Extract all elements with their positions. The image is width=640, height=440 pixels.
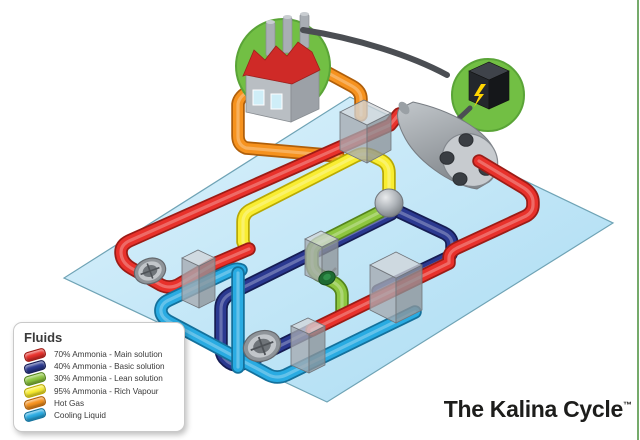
legend-item: 40% Ammonia - Basic solution [23, 358, 176, 375]
chimney-icon [265, 12, 310, 57]
page-title: The Kalina Cycle™ [444, 396, 632, 423]
legend-item-label: Cooling Liquid [54, 410, 106, 420]
legend-items: 70% Ammonia - Main solution 40% Ammonia -… [23, 346, 176, 424]
pump-left [133, 257, 167, 285]
separator-sphere [374, 188, 404, 218]
legend-item-label: 40% Ammonia - Basic solution [54, 362, 165, 372]
title-text: The Kalina Cycle [443, 396, 624, 422]
factory-window [252, 89, 265, 106]
heat-exchanger-condenser [290, 317, 326, 374]
heat-exchanger-recuperator [369, 251, 423, 324]
legend-item-label: 30% Ammonia - Lean solution [54, 374, 163, 384]
heat-exchanger-evaporator [339, 99, 392, 164]
factory-roof [242, 41, 321, 85]
power-cable [300, 27, 450, 78]
trademark-symbol: ™ [623, 400, 632, 410]
legend-item: 95% Ammonia - Rich Vapour [23, 383, 176, 399]
legend-title: Fluids [24, 330, 63, 345]
legend-item-label: 95% Ammonia - Rich Vapour [54, 386, 159, 396]
heat-exchanger-left [181, 249, 216, 309]
legend-item-label: Hot Gas [54, 398, 85, 408]
factory-window [270, 93, 283, 110]
lightning-bolt-icon [474, 84, 486, 107]
factory-icon [235, 12, 331, 123]
right-edge-line [637, 0, 639, 440]
electric-generator-icon [442, 58, 525, 132]
legend-item: 30% Ammonia - Lean solution [23, 371, 176, 387]
legend-box: Fluids 70% Ammonia - Main solution 40% Am… [13, 322, 185, 433]
legend-item: Hot Gas [23, 395, 176, 412]
throttle-valve-icon [318, 267, 337, 286]
pump-bottom [242, 329, 282, 363]
legend-item: 70% Ammonia - Main solution [23, 346, 176, 363]
legend-item-label: 70% Ammonia - Main solution [54, 350, 163, 359]
legend-item: Cooling Liquid [23, 407, 176, 424]
